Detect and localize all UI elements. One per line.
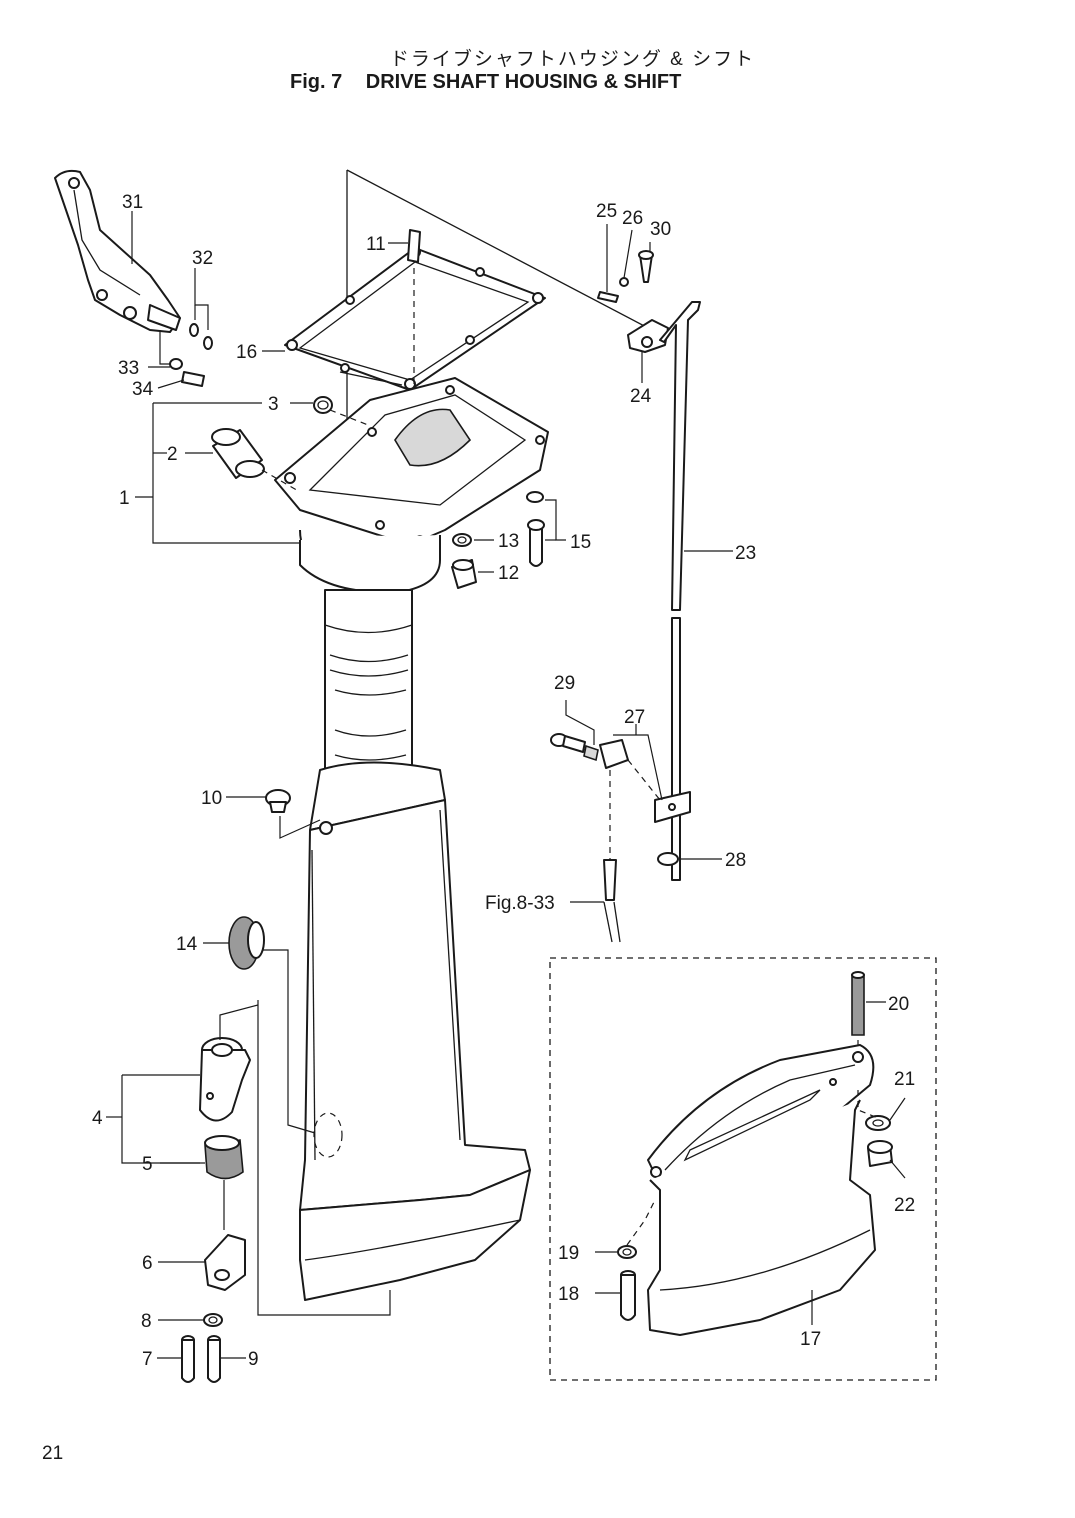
callout-31: 31 bbox=[122, 192, 143, 213]
callout-28: 28 bbox=[725, 850, 746, 871]
inner-housing-17 bbox=[647, 1044, 876, 1336]
page-number: 21 bbox=[42, 1443, 64, 1464]
nut-22 bbox=[867, 1140, 893, 1167]
screw-30 bbox=[638, 250, 654, 283]
callout-29: 29 bbox=[554, 673, 575, 694]
pin-11 bbox=[407, 229, 421, 263]
callout-18: 18 bbox=[558, 1284, 579, 1305]
pin-25 bbox=[597, 291, 619, 303]
callout-13: 13 bbox=[498, 531, 519, 552]
clip-26 bbox=[619, 277, 629, 287]
cross-reference-fig8: Fig.8-33 bbox=[485, 893, 555, 914]
plate-6 bbox=[204, 1234, 246, 1291]
callout-9: 9 bbox=[248, 1349, 259, 1370]
callout-19: 19 bbox=[558, 1243, 579, 1264]
callout-33: 33 bbox=[118, 358, 139, 379]
bolt-18 bbox=[620, 1270, 636, 1321]
callout-27: 27 bbox=[624, 707, 645, 728]
plug-10 bbox=[265, 789, 291, 813]
bushing-3 bbox=[313, 396, 333, 414]
callout-1: 1 bbox=[119, 488, 130, 509]
callout-17: 17 bbox=[800, 1329, 821, 1350]
callout-7: 7 bbox=[142, 1349, 153, 1370]
figure-caption: DRIVE SHAFT HOUSING & SHIFT bbox=[365, 71, 682, 93]
washer-19 bbox=[617, 1245, 637, 1259]
gasket-16 bbox=[284, 246, 546, 391]
bolt-7 bbox=[181, 1335, 195, 1383]
clips-32 bbox=[189, 323, 213, 350]
screw-29 bbox=[550, 733, 599, 762]
callout-32: 32 bbox=[192, 248, 213, 269]
callout-16: 16 bbox=[236, 342, 257, 363]
bracket-4 bbox=[199, 1037, 251, 1122]
o-ring-33 bbox=[169, 358, 183, 370]
callout-3: 3 bbox=[268, 394, 279, 415]
shift-arm-24 bbox=[627, 319, 669, 353]
callout-30: 30 bbox=[650, 219, 671, 240]
callout-25: 25 bbox=[596, 201, 617, 222]
callout-26: 26 bbox=[622, 208, 643, 229]
callout-11: 11 bbox=[366, 234, 386, 255]
callout-2: 2 bbox=[167, 444, 178, 465]
figure-title: Fig. 7 DRIVE SHAFT HOUSING & SHIFT bbox=[290, 71, 681, 94]
callout-8: 8 bbox=[141, 1311, 152, 1332]
callout-4: 4 bbox=[92, 1108, 103, 1129]
callout-20: 20 bbox=[888, 994, 909, 1015]
callout-22: 22 bbox=[894, 1195, 915, 1216]
callout-12: 12 bbox=[498, 563, 519, 584]
grommet-14 bbox=[228, 916, 265, 970]
figure-number: Fig. 7 bbox=[290, 71, 343, 93]
drive-shaft-tube bbox=[324, 589, 413, 781]
washer-21 bbox=[865, 1115, 891, 1131]
callout-34: 34 bbox=[132, 379, 154, 400]
shift-lever-31 bbox=[54, 169, 181, 333]
housing-upper-1 bbox=[274, 377, 549, 594]
callout-21: 21 bbox=[894, 1069, 915, 1090]
callout-14: 14 bbox=[176, 934, 198, 955]
washer-13 bbox=[452, 533, 472, 547]
rubber-mount-5 bbox=[204, 1135, 244, 1180]
inset-frame bbox=[549, 957, 937, 1381]
callout-5: 5 bbox=[142, 1154, 153, 1175]
main-housing bbox=[299, 761, 531, 1301]
japanese-title: ドライブシャフトハウジング & シフト bbox=[389, 49, 756, 70]
bolt-9 bbox=[207, 1335, 221, 1383]
alignment-line bbox=[346, 169, 653, 331]
collar-2 bbox=[211, 428, 265, 479]
callout-6: 6 bbox=[142, 1253, 153, 1274]
callout-10: 10 bbox=[201, 788, 222, 809]
bolt-washer-15 bbox=[526, 491, 545, 567]
callout-23: 23 bbox=[735, 543, 756, 564]
nut-12 bbox=[451, 559, 477, 589]
stud-20 bbox=[851, 971, 865, 1036]
o-ring-28 bbox=[657, 852, 679, 866]
screw-34 bbox=[181, 371, 205, 387]
washer-8 bbox=[203, 1313, 223, 1327]
callout-24: 24 bbox=[630, 386, 652, 407]
callout-15: 15 bbox=[570, 532, 591, 553]
